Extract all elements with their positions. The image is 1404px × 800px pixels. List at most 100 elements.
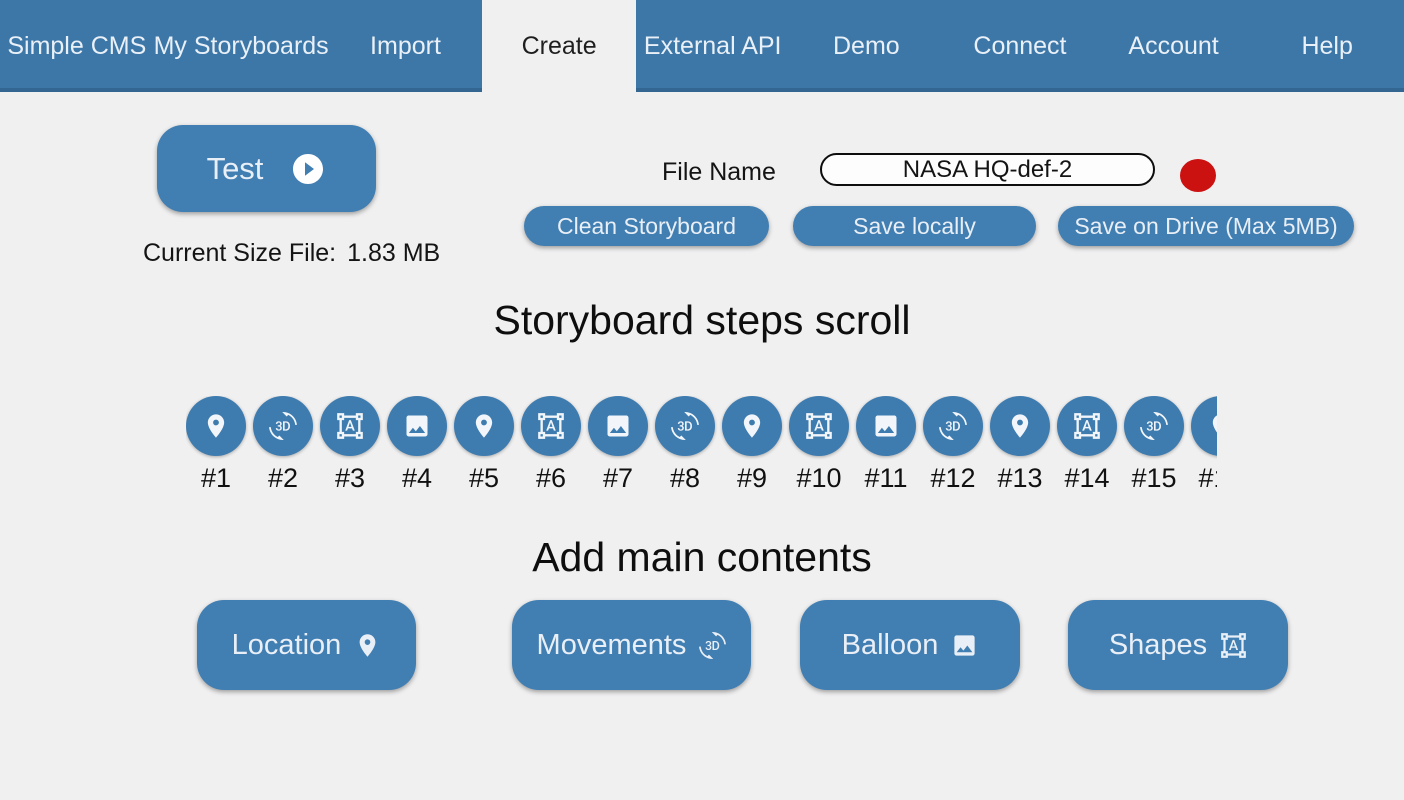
play-circle-icon: [290, 151, 326, 187]
file-name-label: File Name: [662, 158, 776, 186]
current-size-label: Current Size File:: [143, 239, 337, 267]
step-button[interactable]: [722, 396, 782, 456]
step-button[interactable]: [320, 396, 380, 456]
top-nav: Simple CMS My Storyboards Import Create …: [0, 0, 1404, 92]
step-button[interactable]: [1057, 396, 1117, 456]
add-movements-label: Movements: [536, 628, 687, 661]
step-label: #9: [736, 463, 768, 493]
step-button[interactable]: [521, 396, 581, 456]
storyboard-step: #13: [990, 396, 1050, 494]
save-locally-button[interactable]: Save locally: [793, 206, 1036, 246]
nav-item-connect[interactable]: Connect: [943, 0, 1097, 92]
nav-item-demo[interactable]: Demo: [790, 0, 944, 92]
step-button[interactable]: [588, 396, 648, 456]
storyboard-step: #6: [521, 396, 581, 494]
storyboard-step: #16: [1191, 396, 1217, 494]
status-indicator-dot: [1180, 159, 1216, 192]
steps-heading: Storyboard steps scroll: [493, 297, 911, 343]
storyboard-step: #8: [655, 396, 715, 494]
step-label: #13: [997, 463, 1043, 493]
save-on-drive-button[interactable]: Save on Drive (Max 5MB): [1058, 206, 1354, 246]
test-button[interactable]: Test: [157, 125, 376, 212]
storyboard-step: #4: [387, 396, 447, 494]
step-label: #4: [401, 463, 433, 493]
storyboard-steps-scroll[interactable]: #1 #2 #3 #4 #5 #6 #7 #8 #9 #10 #11 #12 #13 #14 #15 #16: [186, 396, 1217, 500]
3d-rotation-icon: [699, 631, 727, 659]
nav-item-help[interactable]: Help: [1250, 0, 1404, 92]
current-size-value: 1.83 MB: [347, 239, 441, 267]
image-icon: [604, 412, 632, 440]
step-button[interactable]: [1124, 396, 1184, 456]
step-label: #10: [796, 463, 842, 493]
add-location-label: Location: [231, 628, 342, 661]
step-button[interactable]: [789, 396, 849, 456]
step-label: #8: [669, 463, 701, 493]
storyboard-step: #15: [1124, 396, 1184, 494]
step-button[interactable]: [253, 396, 313, 456]
shapes-icon: [805, 412, 833, 440]
nav-item-import[interactable]: Import: [329, 0, 483, 92]
nav-item-create[interactable]: Create: [482, 0, 636, 92]
storyboard-step: #2: [253, 396, 313, 494]
storyboard-step: #5: [454, 396, 514, 494]
nav-item-account[interactable]: Account: [1097, 0, 1251, 92]
step-label: #15: [1131, 463, 1177, 493]
storyboard-step: #9: [722, 396, 782, 494]
image-icon: [403, 412, 431, 440]
shapes-icon: [537, 412, 565, 440]
shapes-icon: [336, 412, 364, 440]
step-button[interactable]: [990, 396, 1050, 456]
rotation3d-icon: [671, 412, 699, 440]
image-icon: [872, 412, 900, 440]
storyboard-step: #3: [320, 396, 380, 494]
add-location-button[interactable]: Location: [197, 600, 416, 690]
contents-heading: Add main contents: [532, 534, 872, 580]
rotation3d-icon: [1140, 412, 1168, 440]
storyboard-step: #14: [1057, 396, 1117, 494]
step-button[interactable]: [454, 396, 514, 456]
test-button-label: Test: [206, 150, 264, 186]
nav-item-external-api[interactable]: External API: [636, 0, 790, 92]
clean-storyboard-button[interactable]: Clean Storyboard: [524, 206, 769, 246]
nav-item-simple-cms[interactable]: Simple CMS: [0, 0, 154, 92]
storyboard-step: #12: [923, 396, 983, 494]
add-movements-button[interactable]: Movements: [512, 600, 751, 690]
step-button[interactable]: [923, 396, 983, 456]
location-icon: [202, 412, 230, 440]
image-icon: [951, 632, 978, 659]
step-label: #2: [267, 463, 299, 493]
format-shapes-icon: [1220, 632, 1247, 659]
step-button[interactable]: [387, 396, 447, 456]
rotation3d-icon: [939, 412, 967, 440]
step-label: #16: [1198, 463, 1217, 493]
step-label: #14: [1064, 463, 1110, 493]
step-button[interactable]: [655, 396, 715, 456]
storyboard-step: #1: [186, 396, 246, 494]
add-shapes-label: Shapes: [1108, 628, 1208, 661]
step-button[interactable]: [856, 396, 916, 456]
step-button[interactable]: [186, 396, 246, 456]
location-icon: [470, 412, 498, 440]
storyboard-step: #10: [789, 396, 849, 494]
nav-item-my-storyboards[interactable]: My Storyboards: [154, 0, 329, 92]
step-label: #1: [200, 463, 232, 493]
step-button[interactable]: [1191, 396, 1217, 456]
file-name-input[interactable]: [820, 153, 1155, 186]
step-label: #6: [535, 463, 567, 493]
location-icon: [1006, 412, 1034, 440]
step-label: #12: [930, 463, 976, 493]
step-label: #5: [468, 463, 500, 493]
step-label: #7: [602, 463, 634, 493]
step-label: #11: [864, 463, 908, 493]
steps-track: #1 #2 #3 #4 #5 #6 #7 #8 #9 #10 #11 #12 #13 #14 #15 #16: [186, 396, 1217, 494]
location-icon: [738, 412, 766, 440]
current-size-text: Current Size File: 1.83 MB: [143, 239, 440, 268]
shapes-icon: [1073, 412, 1101, 440]
step-label: #3: [334, 463, 366, 493]
location-icon: [354, 632, 381, 659]
add-shapes-button[interactable]: Shapes: [1068, 600, 1288, 690]
add-balloon-button[interactable]: Balloon: [800, 600, 1020, 690]
storyboard-step: #7: [588, 396, 648, 494]
storyboard-step: #11: [856, 396, 916, 494]
